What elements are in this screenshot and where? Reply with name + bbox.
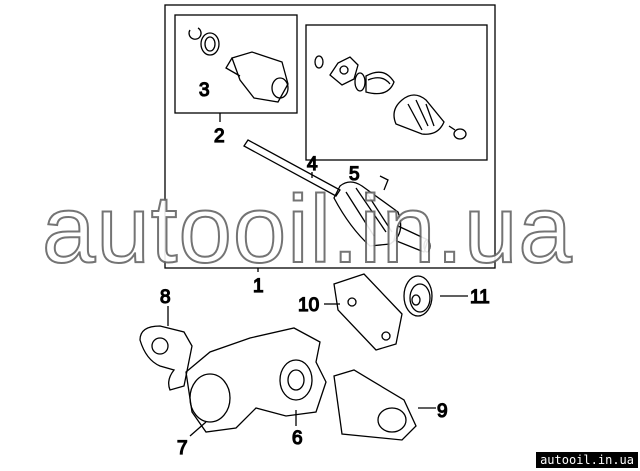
mount-9 (333, 369, 417, 441)
inner-joint-kit-parts (188, 27, 289, 103)
callout-7: 7 (177, 438, 188, 459)
outer-joint-kit-frame (305, 24, 488, 161)
callout-9: 9 (437, 401, 448, 422)
outer-joint-kit-parts (314, 55, 467, 140)
callout-4: 4 (307, 154, 318, 175)
callout-10: 10 (298, 295, 319, 316)
callout-11: 11 (470, 287, 490, 308)
bushing-11 (403, 275, 433, 317)
callout-1: 1 (253, 276, 264, 297)
callout-2: 2 (214, 126, 225, 147)
callout-5: 5 (349, 164, 360, 185)
watermark: autooil.in.ua (42, 176, 573, 283)
bracket-10 (333, 273, 403, 351)
mount-bracket-8 (139, 325, 193, 391)
axle-assembly-frame (164, 4, 496, 269)
callout-6: 6 (292, 428, 303, 449)
axle-shaft (243, 139, 431, 253)
differential-housing (185, 327, 327, 433)
callout-8: 8 (160, 287, 171, 308)
site-label: autooil.in.ua (536, 452, 638, 468)
callout-3: 3 (199, 80, 210, 101)
inner-joint-kit-frame (174, 14, 298, 114)
